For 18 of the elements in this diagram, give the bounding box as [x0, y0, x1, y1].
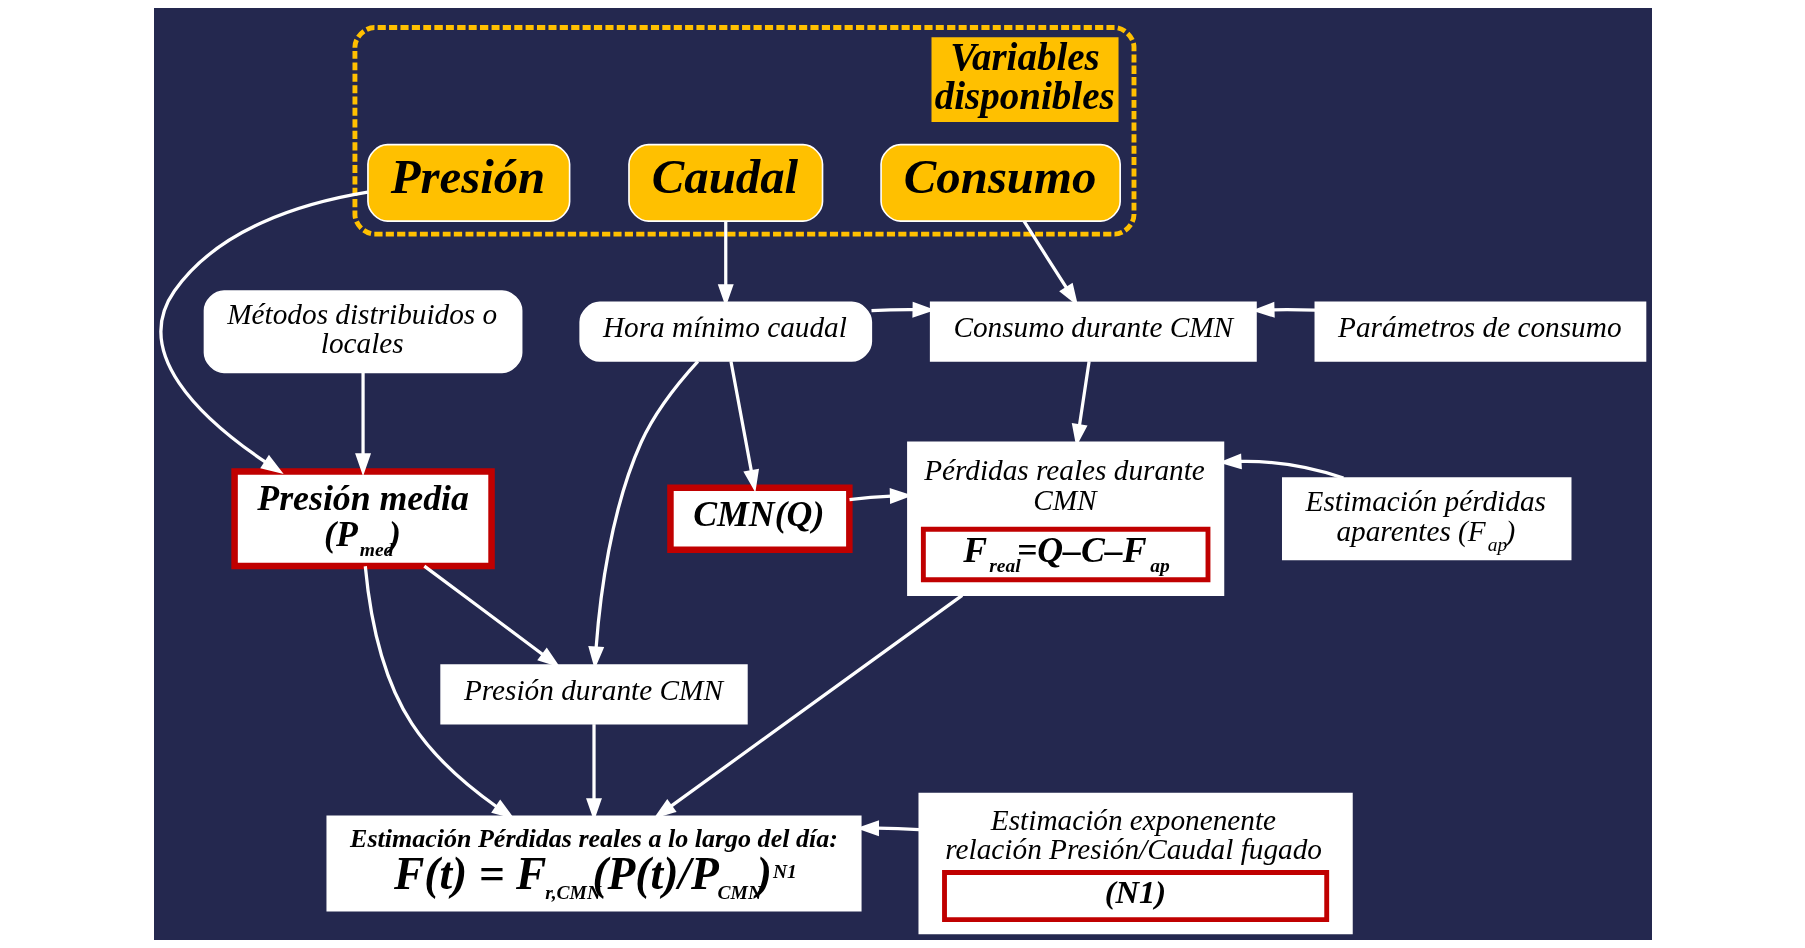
node-box: Consumo [879, 143, 1121, 222]
node-box: CMN(Q) [666, 484, 853, 553]
node-box: Parámetros de consumo [1314, 301, 1646, 362]
arrow [354, 372, 371, 477]
node-box: Estimación exponenente relación Presión/Caudal fugado (N1) [918, 792, 1353, 935]
arrow [728, 360, 759, 493]
node-box: Presión durante CMN [439, 664, 748, 725]
node-box: Hora mínimo caudal [578, 301, 872, 362]
node-box: Pérdidas reales durante CMN F$_{real}$=Q–C–F$_{ap}$ [906, 441, 1224, 596]
arrow [422, 564, 560, 668]
arrow [653, 594, 963, 819]
node-box: Caudal [627, 143, 823, 222]
node-box: Métodos distribuidos o locales [203, 290, 522, 374]
node-box: Presión [366, 143, 570, 222]
arrow [363, 566, 514, 819]
node-box: Estimación Pérdidas reales a lo largo del día: F(t) = F$_{r,CMN}$(P(t)/P$_{CMN}$)$^{N1}$ [325, 815, 862, 912]
node-box: Consumo durante CMN [929, 301, 1257, 362]
node-box: Estimación pérdidas aparentes (F$_{ap}$) [1281, 477, 1571, 561]
